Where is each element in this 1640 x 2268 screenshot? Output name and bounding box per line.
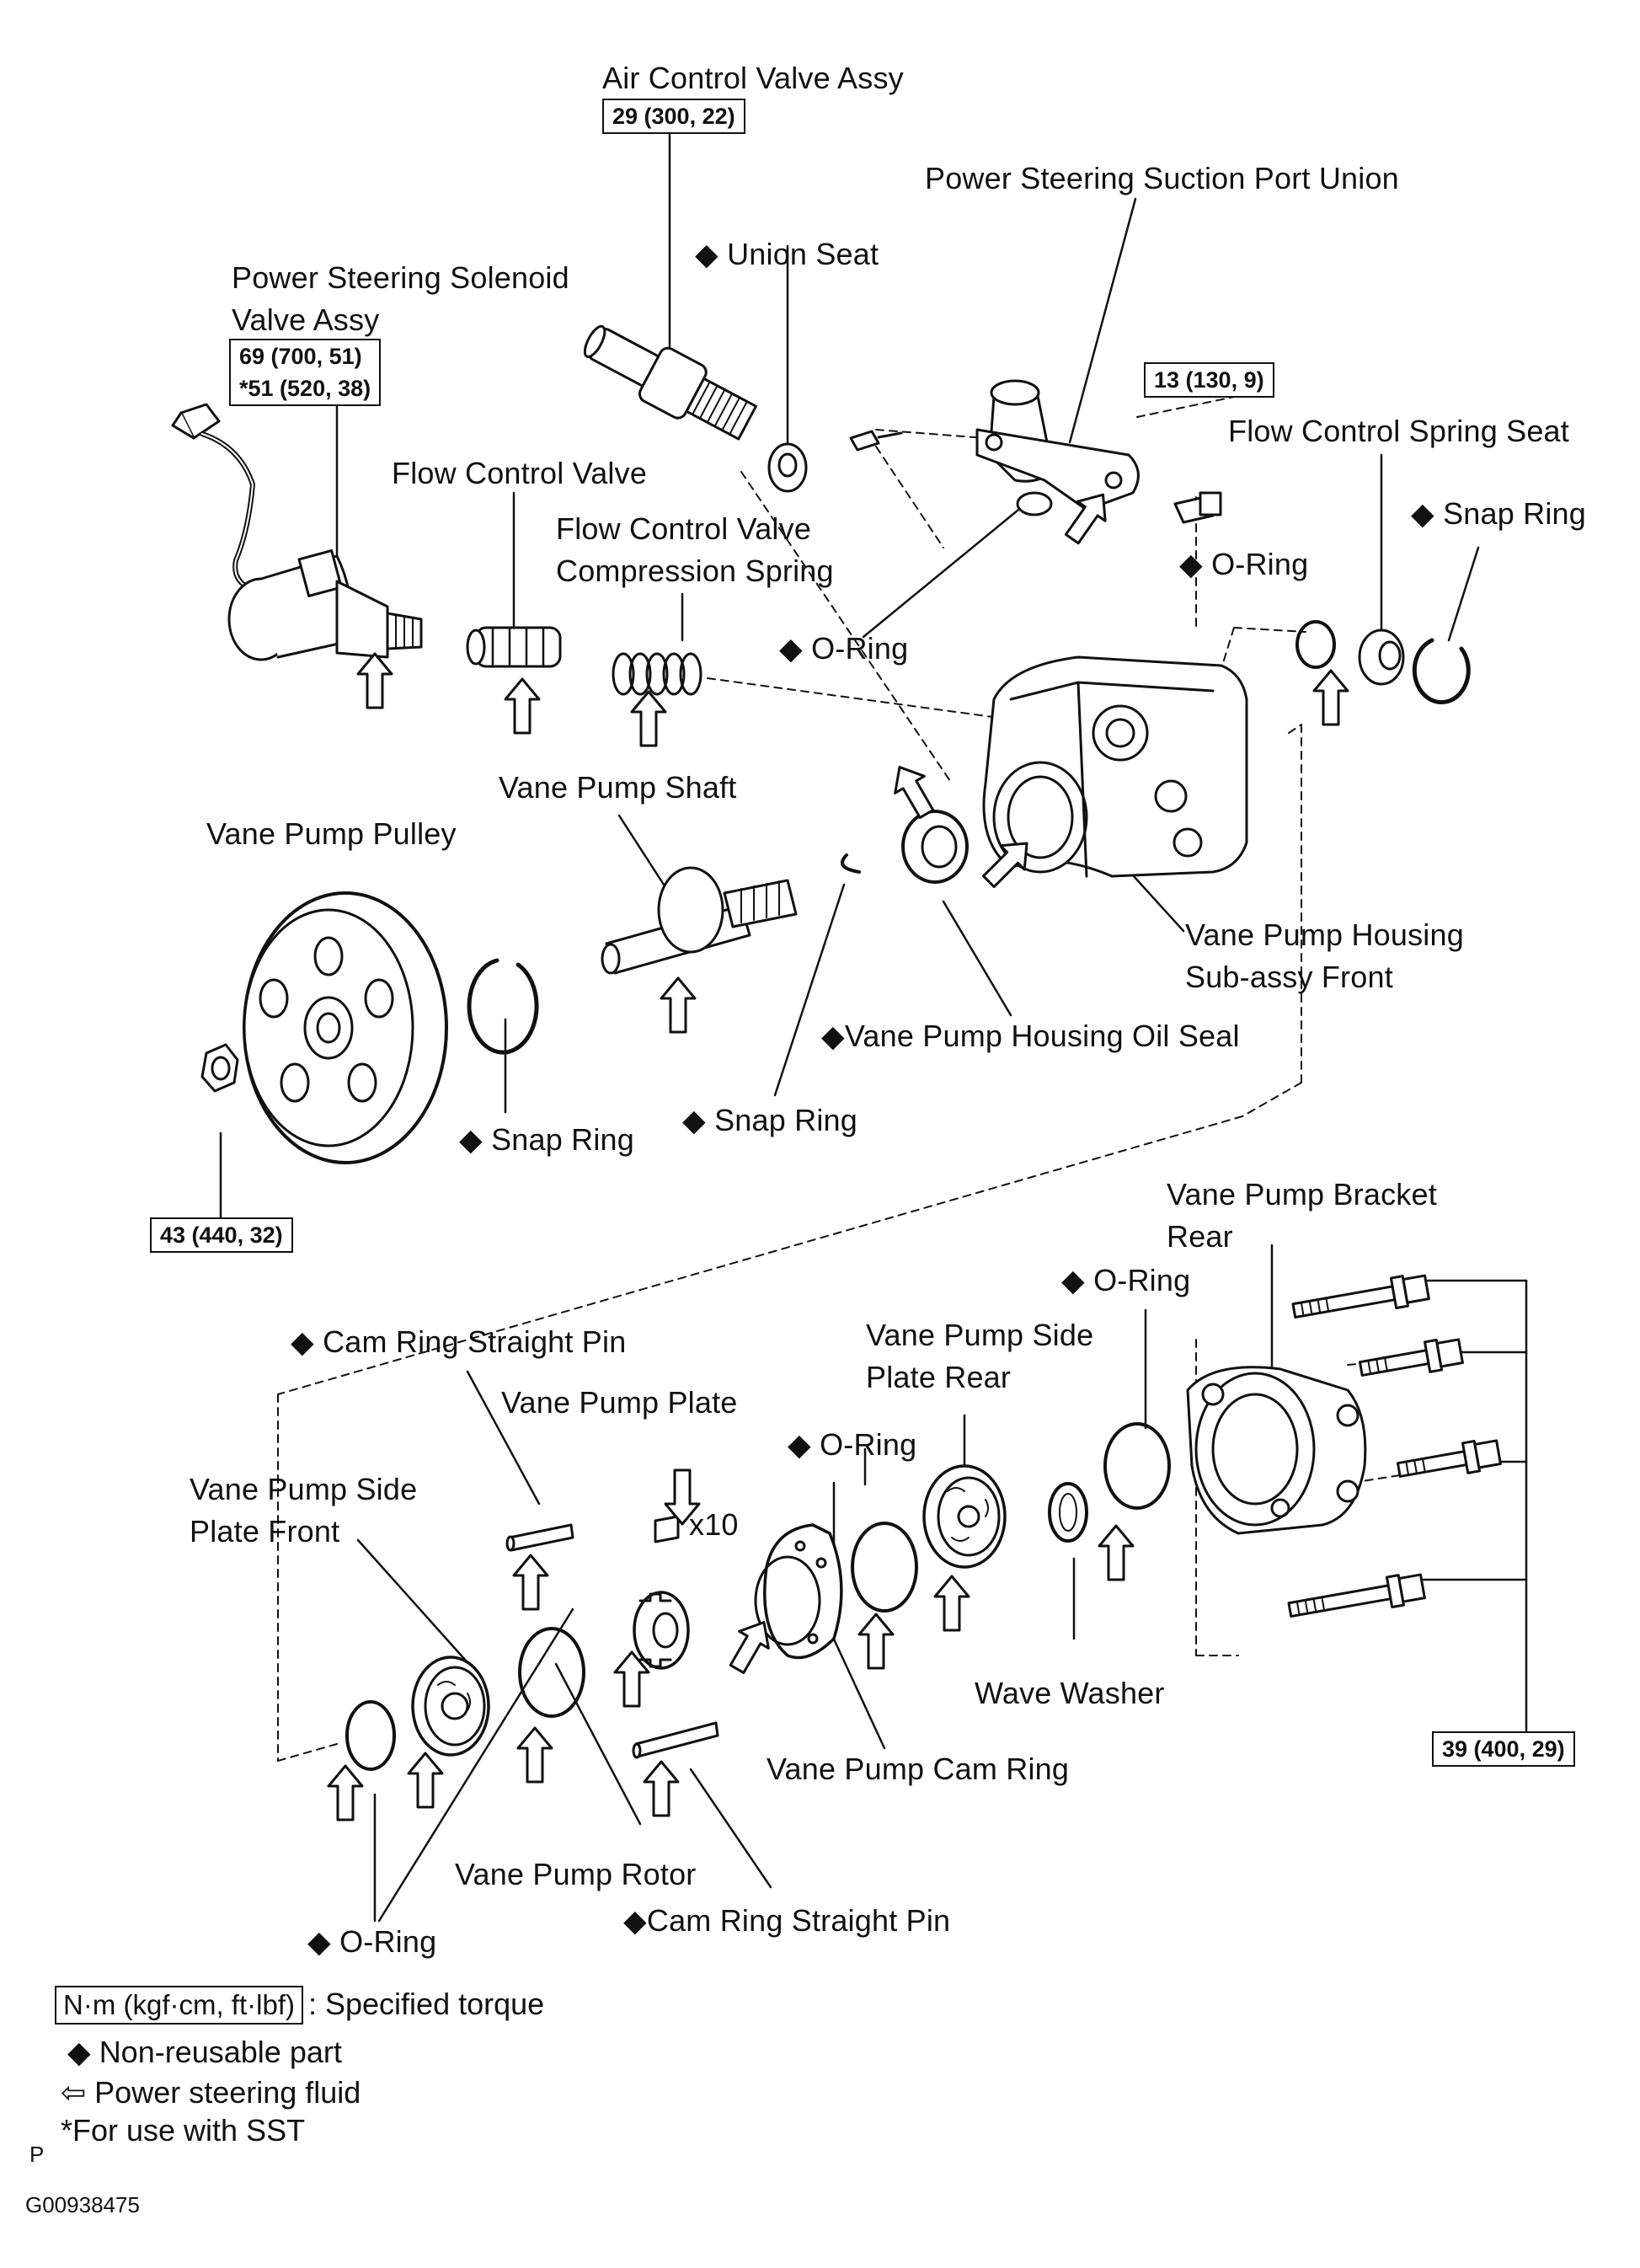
label-wave-washer: Wave Washer [975,1676,1165,1710]
legend-sst: *For use with SST [61,2113,306,2148]
label-vane-pump-pulley: Vane Pump Pulley [206,816,457,851]
torque-pulley-nut: 43 (440, 32) [150,1217,293,1253]
o-ring-lower-mid [851,1522,918,1613]
side-plate-front [411,1656,490,1757]
label-suction-port-union: Power Steering Suction Port Union [925,161,1399,195]
label-side-plate-rear-1: Vane Pump Side [866,1318,1094,1352]
label-housing-2: Sub-assy Front [1185,960,1393,994]
o-ring-suction [1016,491,1053,516]
compression-spring [612,652,702,696]
label-fcv-spring-1: Flow Control Valve [556,511,812,546]
label-housing-oil-seal: ◆Vane Pump Housing Oil Seal [821,1019,1240,1053]
union-seat [767,442,808,493]
o-ring-lower-left-mid [518,1627,585,1718]
suction-port-union [849,379,1222,524]
label-o-ring-lower-mid: ◆ O-Ring [788,1427,917,1462]
label-side-plate-rear-2: Plate Rear [866,1360,1012,1394]
cam-ring-pin-top [505,1523,574,1552]
label-flow-control-valve: Flow Control Valve [392,456,648,490]
footer-code: G00938475 [25,2192,140,2217]
label-side-plate-front-2: Plate Front [190,1514,340,1549]
vane-pump-rotor [633,1591,690,1670]
label-bracket-2: Rear [1167,1219,1233,1254]
label-cam-ring: Vane Pump Cam Ring [767,1752,1070,1786]
bracket-bolts [1287,1274,1502,1618]
label-x10: x10 [689,1507,739,1542]
label-snap-ring-top: ◆ Snap Ring [1411,496,1587,531]
vane-pump-plate [654,1515,680,1543]
label-o-ring-top-mid: ◆ O-Ring [779,631,909,666]
label-fcv-spring-2: Compression Spring [556,554,834,588]
label-rotor: Vane Pump Rotor [455,1857,697,1891]
o-ring-bracket [1103,1422,1171,1510]
label-o-ring-bracket: ◆ O-Ring [1061,1263,1191,1297]
cam-ring [754,1523,843,1660]
dashed-assembly-lines [277,395,1450,1762]
torque-air-control-valve: 29 (300, 22) [602,99,745,134]
label-solenoid-2: Valve Assy [232,302,380,337]
o-ring-lower-left [345,1700,396,1771]
label-vane-pump-shaft: Vane Pump Shaft [499,770,737,805]
label-side-plate-front-1: Vane Pump Side [190,1472,418,1506]
solenoid-valve [171,403,423,661]
legend-fluid: ⇦ Power steering fluid [61,2075,361,2110]
label-cam-ring-pin-bottom: ◆Cam Ring Straight Pin [623,1903,951,1938]
leader-lines [219,116,1480,1923]
vane-pump-shaft [601,866,798,975]
legend-torque-unit: N·m (kgf·cm, ft·lbf) [55,1986,303,2025]
torque-suction-port: 13 (130, 9) [1144,362,1274,398]
vane-pump-bracket-rear [1186,1366,1367,1535]
label-snap-ring-mid: ◆ Snap Ring [682,1103,858,1137]
label-flow-control-spring-seat: Flow Control Spring Seat [1228,414,1569,448]
o-ring-right [1295,620,1336,669]
legend-torque: N·m (kgf·cm, ft·lbf): Specified torque [55,1984,544,2025]
housing-oil-seal [901,810,969,884]
label-snap-ring-left: ◆ Snap Ring [459,1122,635,1157]
snap-ring-right [1412,638,1471,705]
side-plate-rear [922,1464,1007,1569]
snap-ring-mid [841,853,861,874]
wave-washer [1048,1482,1088,1543]
label-union-seat: ◆ Union Seat [695,237,879,271]
label-bracket-1: Vane Pump Bracket [1167,1177,1437,1212]
legend-non-reusable: ◆ Non-reusable part [67,2035,342,2069]
cam-ring-pin-bottom [632,1721,719,1759]
label-solenoid-1: Power Steering Solenoid [232,260,569,295]
torque-solenoid: 69 (700, 51) *51 (520, 38) [229,339,382,406]
air-control-valve [583,324,757,441]
torque-solenoid-2: *51 (520, 38) [239,376,371,401]
flow-control-valve [466,626,562,668]
footer-p: P [29,2142,45,2167]
legend-torque-desc: : Specified torque [307,1987,545,2021]
torque-bracket-bolts: 39 (400, 29) [1432,1731,1575,1767]
label-o-ring-bottom: ◆ O-Ring [307,1924,437,1959]
vane-pump-pulley [243,891,448,1164]
flow-control-spring-seat [1358,629,1405,686]
label-air-control-valve: Air Control Valve Assy [602,61,904,95]
pulley-nut [200,1043,239,1093]
snap-ring-left [467,958,539,1055]
label-cam-ring-pin-top: ◆ Cam Ring Straight Pin [291,1324,627,1359]
torque-solenoid-1: 69 (700, 51) [239,344,362,369]
label-housing-1: Vane Pump Housing [1185,917,1464,952]
label-vane-pump-plate: Vane Pump Plate [501,1385,738,1420]
label-o-ring-top-right: ◆ O-Ring [1179,547,1309,581]
